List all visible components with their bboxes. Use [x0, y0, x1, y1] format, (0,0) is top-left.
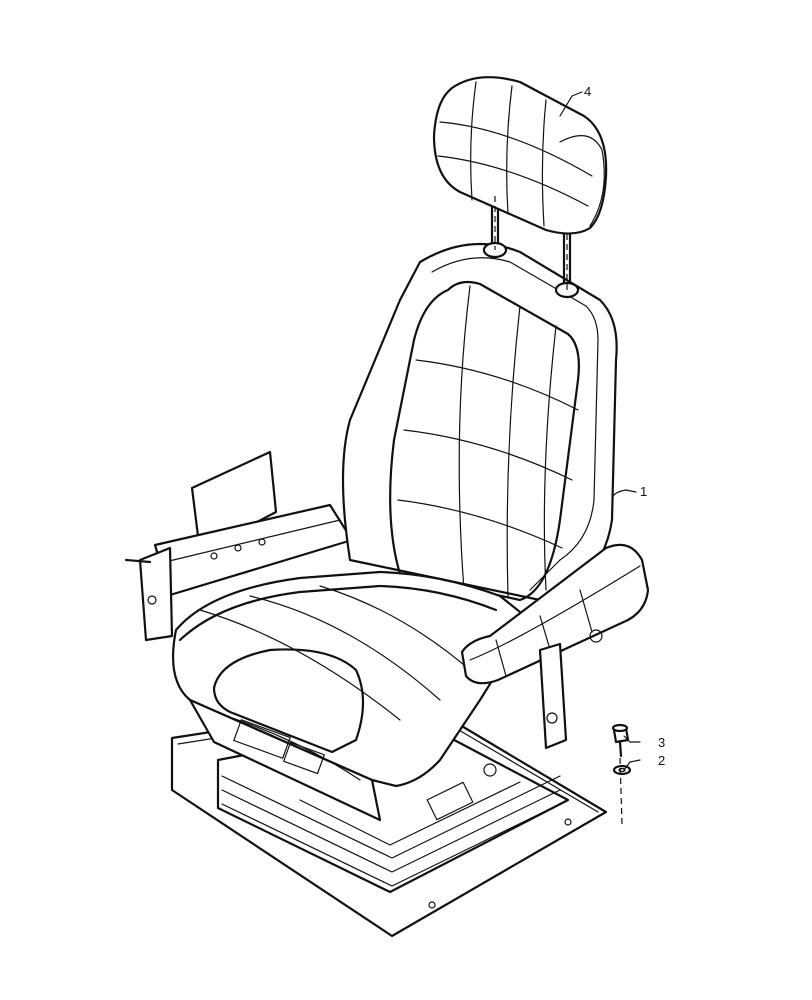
alignment-lines [494, 196, 623, 825]
callout-label: 2 [658, 753, 665, 768]
headrest [432, 76, 608, 235]
armrest [460, 543, 650, 750]
callout-label: 4 [584, 84, 591, 99]
leader-lines [559, 91, 641, 771]
bolt [611, 723, 630, 758]
callout-label: 1 [640, 484, 647, 499]
washer [612, 764, 632, 776]
seat-cushion [172, 570, 532, 822]
seat-backrest [341, 242, 618, 602]
callout-label: 3 [658, 735, 665, 750]
